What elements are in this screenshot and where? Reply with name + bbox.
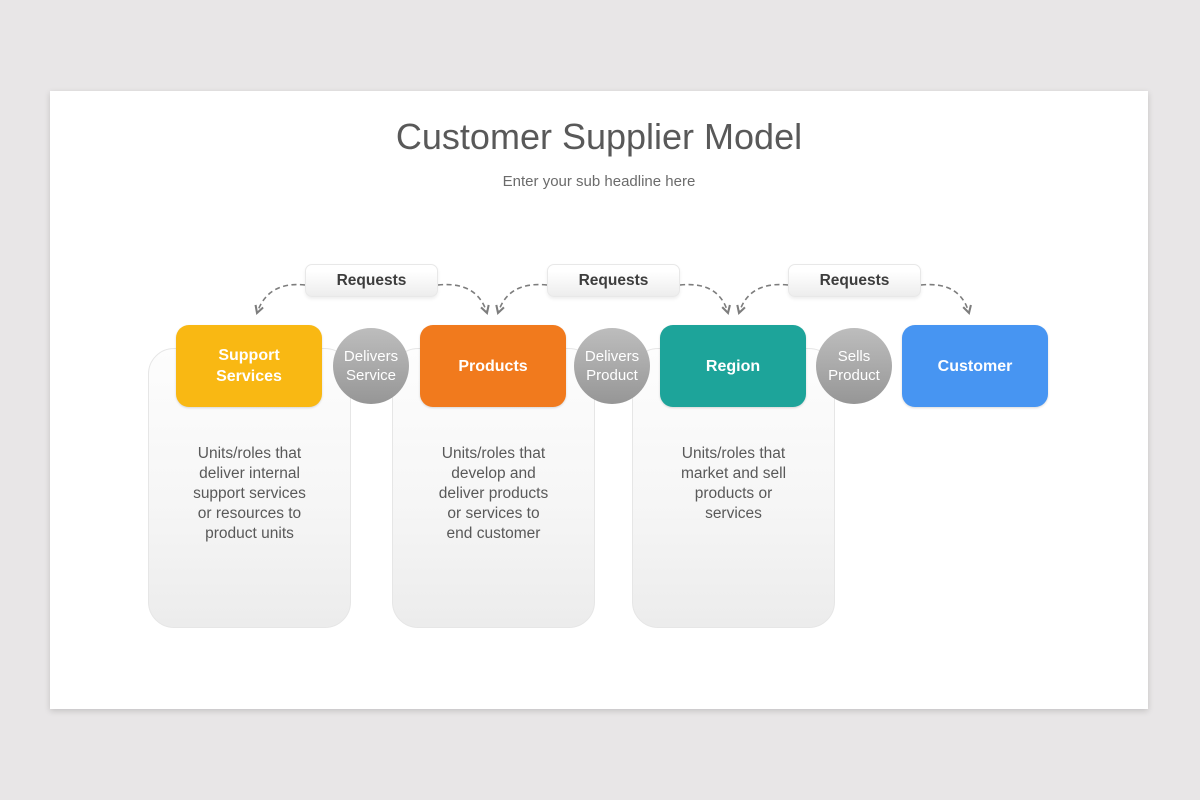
- region-box: Region: [660, 325, 806, 407]
- requests-pill-1: Requests: [305, 264, 438, 297]
- delivers-product-circle: Delivers Product: [574, 328, 650, 404]
- card-description: Units/roles that market and sell product…: [680, 445, 787, 522]
- delivers-service-circle: Delivers Service: [333, 328, 409, 404]
- card-description: Units/roles that develop and deliver pro…: [438, 445, 549, 542]
- products-box: Products: [420, 325, 566, 407]
- sells-product-circle: Sells Product: [816, 328, 892, 404]
- requests-pill-2: Requests: [547, 264, 680, 297]
- requests-pill-3: Requests: [788, 264, 921, 297]
- customer-box: Customer: [902, 325, 1048, 407]
- support-services-box: Support Services: [176, 325, 322, 407]
- card-description: Units/roles that deliver internal suppor…: [193, 445, 306, 542]
- slide-subtitle: Enter your sub headline here: [502, 173, 696, 190]
- slide-title: Customer Supplier Model: [395, 116, 803, 157]
